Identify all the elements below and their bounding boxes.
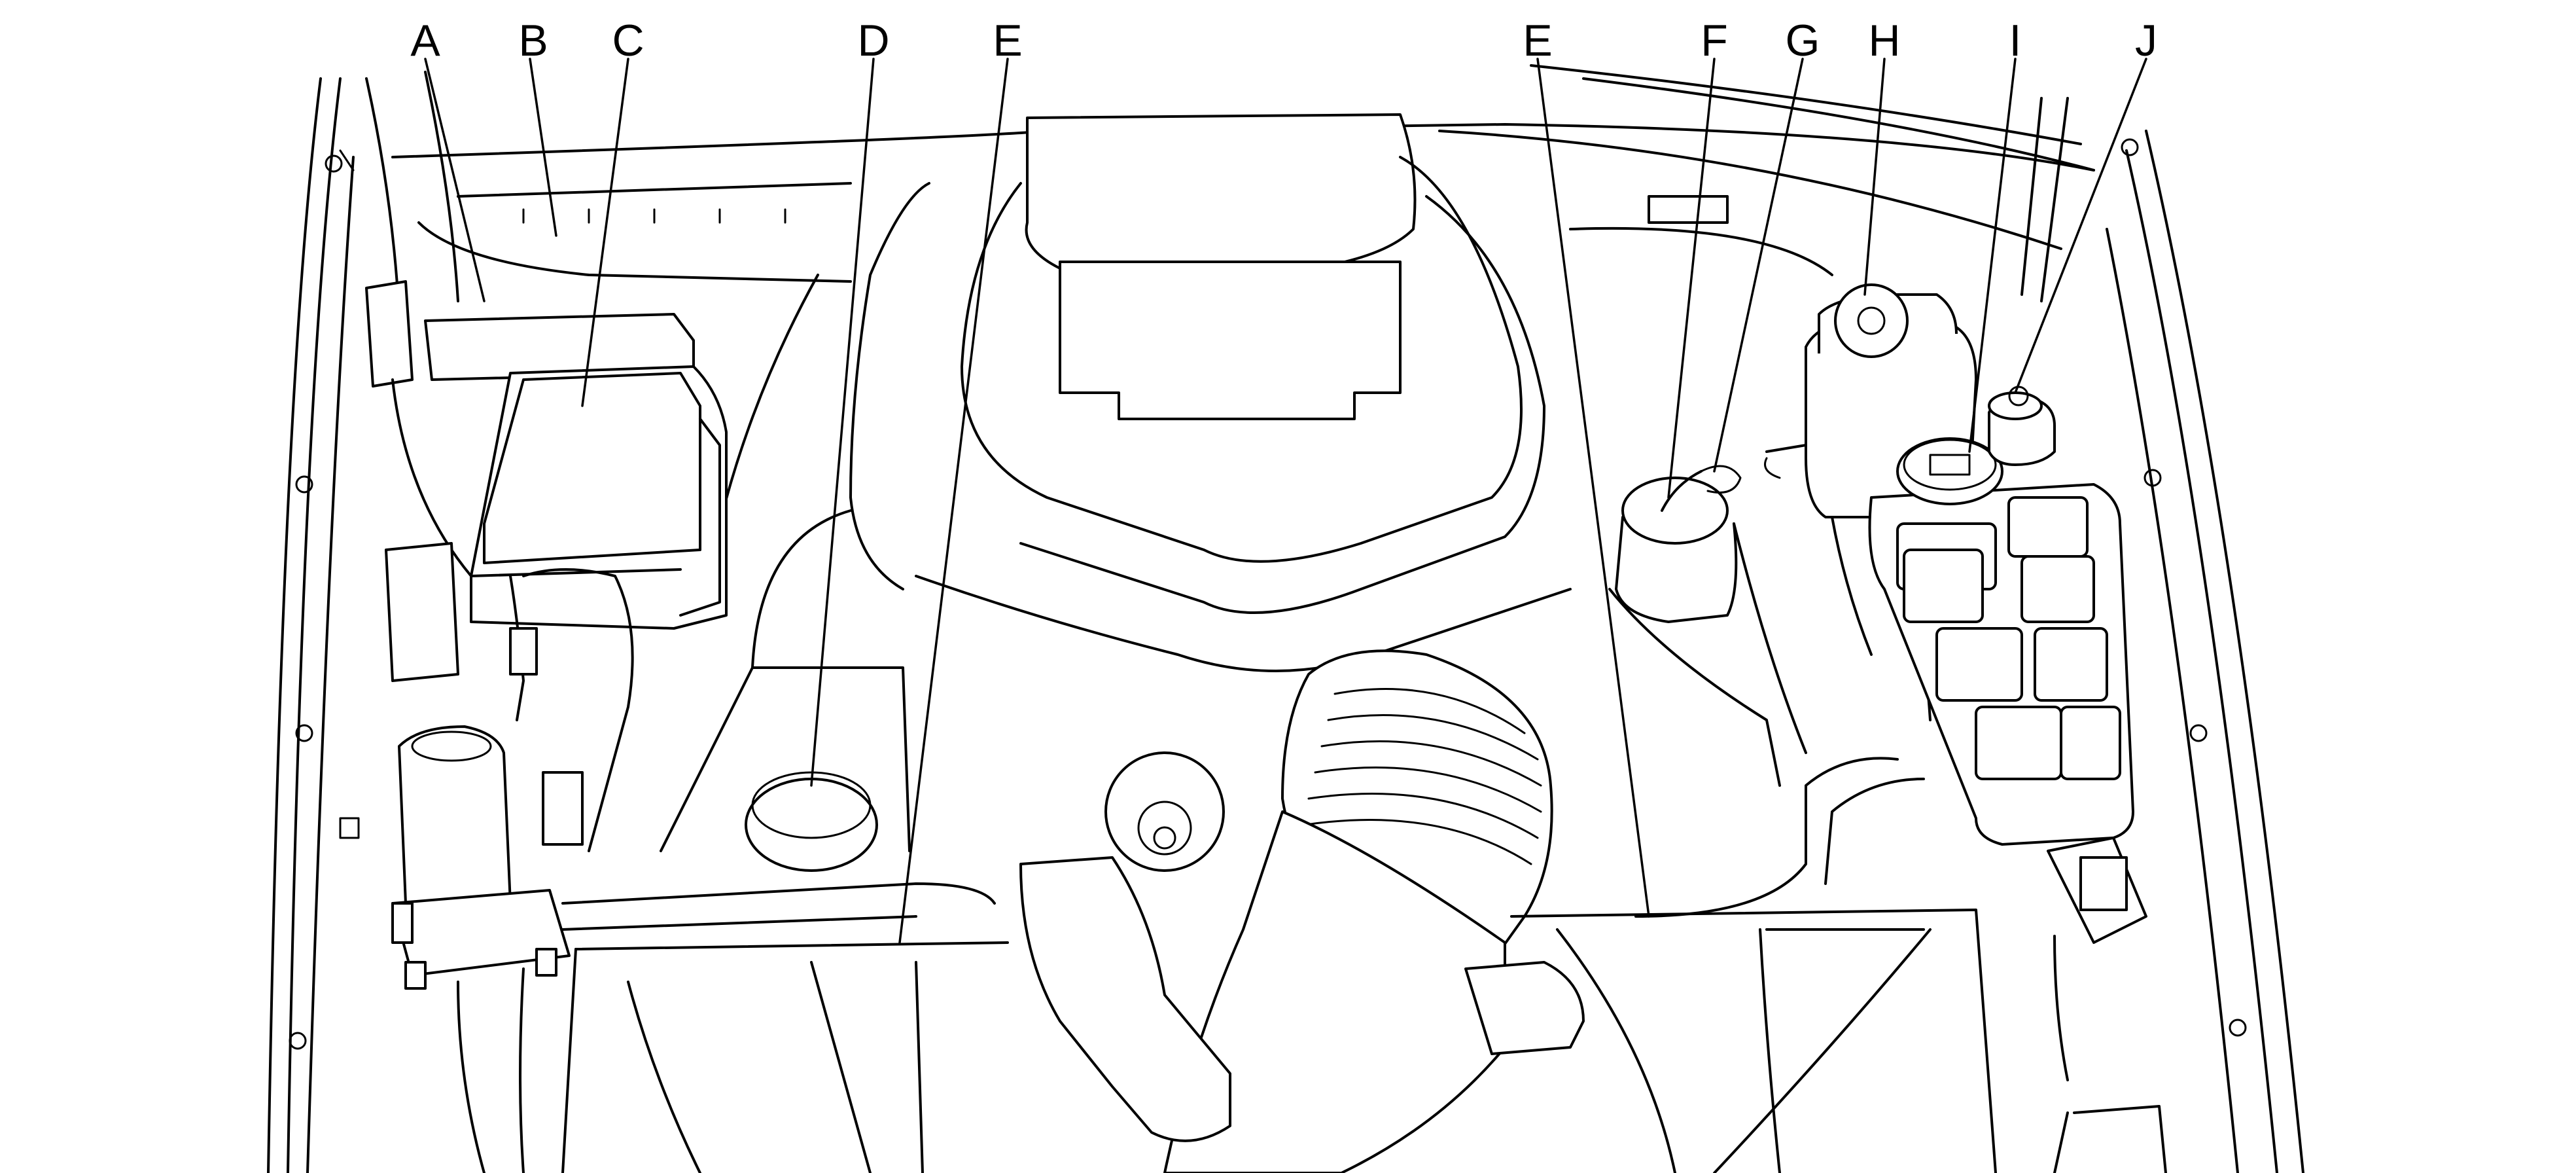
callout-b: B <box>518 16 548 65</box>
leader-h <box>1863 58 1886 296</box>
callout-j: J <box>2135 16 2157 65</box>
callout-g: G <box>1786 16 1820 65</box>
callout-a: A <box>410 16 440 65</box>
left-fender <box>267 71 459 1173</box>
callout-f: F <box>1701 16 1728 65</box>
washer-fluid-cap <box>1988 386 2167 1173</box>
right-fender <box>2020 97 2304 1173</box>
leader-e1 <box>898 58 1009 944</box>
leader-d <box>810 58 875 787</box>
leader-f <box>1667 58 1716 499</box>
leader-c <box>581 58 629 407</box>
callout-labels: A B C D E E F G H I J <box>410 16 2157 65</box>
callout-i: I <box>2009 16 2022 65</box>
leader-i <box>1968 58 2017 453</box>
leader-j <box>2014 58 2147 394</box>
engine-oil-fill-cap <box>660 509 911 872</box>
callout-d: D <box>857 16 889 65</box>
callout-c: C <box>612 16 644 65</box>
brake-fluid-reservoir <box>1634 437 2134 918</box>
leader-g <box>1713 58 1804 473</box>
underhood-fuse-block <box>365 280 728 630</box>
dipstick-reservoir <box>1608 465 1807 787</box>
callout-e-right: E <box>1523 16 1552 65</box>
air-cleaner-housing <box>561 909 1997 1173</box>
callout-h: H <box>1868 16 1900 65</box>
engine-cover <box>718 113 1572 672</box>
leader-b <box>529 58 557 237</box>
left-components <box>385 542 996 1173</box>
leader-a <box>424 58 485 302</box>
leader-e2 <box>1536 58 1650 918</box>
leader-lines <box>424 58 2147 944</box>
callout-e-left: E <box>993 16 1022 65</box>
air-intake-duct <box>1019 649 1585 1173</box>
